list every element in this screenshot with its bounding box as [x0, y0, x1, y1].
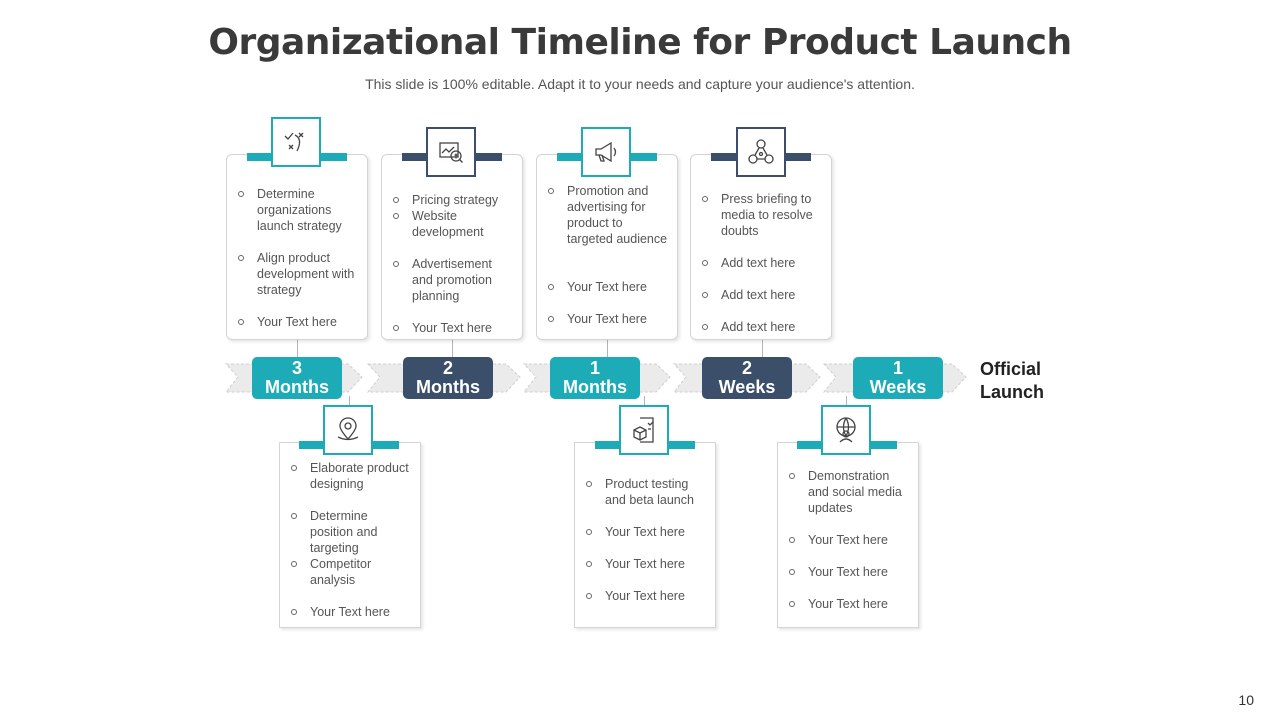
- connector-line: [607, 338, 608, 358]
- official-launch-label: Official Launch: [980, 359, 1045, 402]
- page-number: 10: [1238, 692, 1254, 708]
- list-item: Your Text here: [586, 588, 709, 604]
- connector-line: [644, 396, 645, 406]
- milestone-badge: 1 Weeks: [853, 357, 943, 399]
- list-item: Elaborate product designing: [291, 460, 414, 492]
- strategy-play-icon: [271, 117, 321, 167]
- phase-card-bottom: Elaborate product designing Determine po…: [279, 442, 421, 628]
- list-item: Determine organizations launch strategy: [238, 186, 361, 234]
- list-item: Determine position and targeting: [291, 508, 414, 556]
- slide-subtitle: This slide is 100% editable. Adapt it to…: [365, 76, 915, 92]
- pricing-analysis-icon: [426, 127, 476, 177]
- list-item: Your Text here: [238, 314, 361, 330]
- list-item: Your Text here: [548, 311, 671, 327]
- milestone-number: 2: [442, 358, 453, 378]
- milestone-unit: Months: [265, 377, 329, 397]
- milestone-number: 1: [892, 358, 903, 378]
- milestone-unit: Months: [563, 377, 627, 397]
- connector-line: [846, 396, 847, 406]
- list-item: Align product development with strategy: [238, 250, 361, 298]
- connector-line: [452, 338, 453, 358]
- list-item: Your Text here: [586, 524, 709, 540]
- list-item: Pricing strategy: [393, 192, 516, 208]
- list-item: Your Text here: [789, 564, 912, 580]
- phase-card-top: Pricing strategy Website development Adv…: [381, 154, 523, 340]
- list-item: Your Text here: [548, 279, 671, 295]
- phase-card-bottom: Product testing and beta launch Your Tex…: [574, 442, 716, 628]
- milestone-number: 3: [291, 358, 302, 378]
- connector-line: [297, 338, 298, 358]
- list-item: Your Text here: [789, 532, 912, 548]
- list-item: Promotion and advertising for product to…: [548, 183, 671, 247]
- slide-title: Organizational Timeline for Product Laun…: [208, 22, 1072, 63]
- list-item: Press briefing to media to resolve doubt…: [702, 191, 825, 239]
- megaphone-icon: [581, 127, 631, 177]
- connector-line: [762, 338, 763, 358]
- location-pin-icon: [323, 405, 373, 455]
- list-item: Add text here: [702, 319, 825, 335]
- connector-line: [349, 396, 350, 406]
- milestone-number: 1: [589, 358, 600, 378]
- milestone-badge: 2 Months: [403, 357, 493, 399]
- people-network-icon: [736, 127, 786, 177]
- milestone-number: 2: [741, 358, 752, 378]
- list-item: Add text here: [702, 287, 825, 303]
- list-item: Your Text here: [393, 320, 516, 336]
- list-item: Advertisement and promotion planning: [393, 256, 516, 304]
- list-item: Your Text here: [586, 556, 709, 572]
- phase-card-top: Promotion and advertising for product to…: [536, 154, 678, 340]
- list-item: Competitor analysis: [291, 556, 414, 588]
- milestone-unit: Weeks: [869, 377, 927, 397]
- product-checklist-icon: [619, 405, 669, 455]
- milestone-badge: 3 Months: [252, 357, 342, 399]
- list-item: Product testing and beta launch: [586, 476, 709, 508]
- milestone-badge: 1 Months: [550, 357, 640, 399]
- list-item: Add text here: [702, 255, 825, 271]
- list-item: Your Text here: [789, 596, 912, 612]
- milestone-unit: Weeks: [718, 377, 776, 397]
- list-item: Website development: [393, 208, 516, 240]
- list-item: Demonstration and social media updates: [789, 468, 912, 516]
- phase-card-top: Determine organizations launch strategy …: [226, 154, 368, 340]
- milestone-badge: 2 Weeks: [702, 357, 792, 399]
- milestone-unit: Months: [416, 377, 480, 397]
- global-presentation-icon: [821, 405, 871, 455]
- list-item: Your Text here: [291, 604, 414, 620]
- phase-card-bottom: Demonstration and social media updates Y…: [777, 442, 919, 628]
- phase-card-top: Press briefing to media to resolve doubt…: [690, 154, 832, 340]
